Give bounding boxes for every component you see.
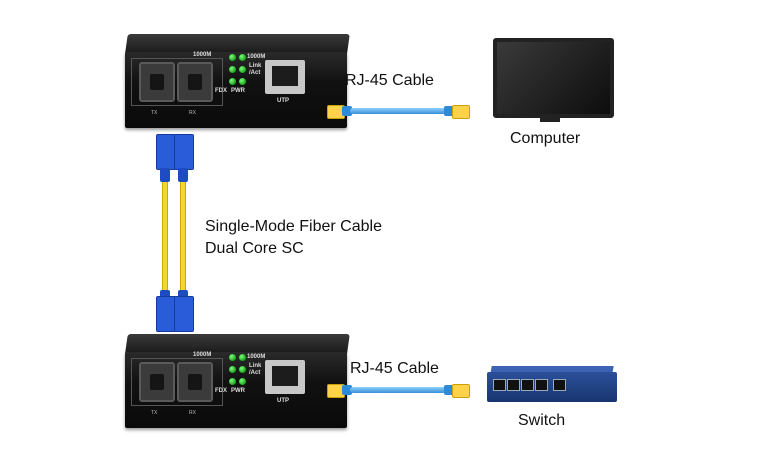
rj45-plug-right-bottom bbox=[452, 384, 470, 398]
pwr-label: PWR bbox=[231, 88, 245, 94]
led-act bbox=[239, 66, 246, 73]
sc-connector-bottom-left bbox=[156, 296, 176, 332]
tx-label: TX bbox=[151, 410, 157, 416]
converter-top-surface bbox=[125, 34, 350, 54]
rx-label: RX bbox=[189, 110, 196, 116]
sc-port-tx bbox=[139, 362, 175, 402]
switch-port-3 bbox=[521, 379, 534, 391]
led-pwr bbox=[239, 78, 246, 85]
converter-top-surface bbox=[125, 334, 350, 354]
tx-label: TX bbox=[151, 110, 157, 116]
ethernet-cable-bottom bbox=[350, 387, 446, 393]
rj45-port bbox=[265, 360, 305, 394]
fiber-core-right bbox=[180, 182, 186, 294]
fiber-cable-label-line2: Dual Core SC bbox=[205, 240, 304, 258]
switch-port-2 bbox=[507, 379, 520, 391]
sc-port-tx bbox=[139, 62, 175, 102]
led-1000m-b bbox=[229, 66, 236, 73]
fdx-label: FDX bbox=[215, 388, 227, 394]
led-fdx bbox=[229, 378, 236, 385]
fiber-cable-label-line1: Single-Mode Fiber Cable bbox=[205, 218, 382, 236]
converter-front-panel: TX RX 1000M 1000M Link /Act FDX PWR UTP bbox=[125, 352, 347, 428]
act-label: /Act bbox=[249, 370, 260, 376]
speed-label: 1000M bbox=[193, 352, 211, 358]
switch-port-1 bbox=[493, 379, 506, 391]
speed2-label: 1000M bbox=[247, 54, 265, 60]
media-converter-bottom: TX RX 1000M 1000M Link /Act FDX PWR UTP bbox=[125, 334, 347, 430]
sc-port-rx bbox=[177, 62, 213, 102]
ethernet-cable-top bbox=[350, 108, 446, 114]
rx-label: RX bbox=[189, 410, 196, 416]
led-1000m-a bbox=[229, 54, 236, 61]
utp-label: UTP bbox=[277, 98, 289, 104]
speed-label: 1000M bbox=[193, 52, 211, 58]
sc-connector-top-right bbox=[174, 134, 194, 170]
led-link bbox=[239, 54, 246, 61]
rj45-cable-label-bottom: RJ-45 Cable bbox=[350, 360, 439, 378]
led-link bbox=[239, 354, 246, 361]
switch-port-4 bbox=[535, 379, 548, 391]
sc-connector-top-left bbox=[156, 134, 176, 170]
rj45-plug-right-top bbox=[452, 105, 470, 119]
switch-label: Switch bbox=[518, 412, 565, 430]
sc-connector-bottom-right bbox=[174, 296, 194, 332]
act-label: /Act bbox=[249, 70, 260, 76]
utp-label: UTP bbox=[277, 398, 289, 404]
monitor-icon bbox=[493, 38, 614, 118]
led-act bbox=[239, 366, 246, 373]
sc-boot-top-right bbox=[178, 168, 188, 182]
led-fdx bbox=[229, 78, 236, 85]
led-1000m-a bbox=[229, 354, 236, 361]
switch-port-sfp bbox=[553, 379, 566, 391]
rj45-port bbox=[265, 60, 305, 94]
sc-port-rx bbox=[177, 362, 213, 402]
link-label: Link bbox=[249, 363, 261, 369]
fiber-core-left bbox=[162, 182, 168, 294]
computer-label: Computer bbox=[510, 130, 580, 148]
media-converter-top: TX RX 1000M 1000M Link /Act FDX PWR UTP bbox=[125, 34, 347, 130]
converter-front-panel: TX RX 1000M 1000M Link /Act FDX PWR UTP bbox=[125, 52, 347, 128]
led-1000m-b bbox=[229, 366, 236, 373]
pwr-label: PWR bbox=[231, 388, 245, 394]
sc-boot-top-left bbox=[160, 168, 170, 182]
monitor-stand bbox=[540, 116, 560, 122]
link-label: Link bbox=[249, 63, 261, 69]
network-switch-icon bbox=[487, 372, 617, 402]
speed2-label: 1000M bbox=[247, 354, 265, 360]
fdx-label: FDX bbox=[215, 88, 227, 94]
led-pwr bbox=[239, 378, 246, 385]
rj45-cable-label-top: RJ-45 Cable bbox=[345, 72, 434, 90]
